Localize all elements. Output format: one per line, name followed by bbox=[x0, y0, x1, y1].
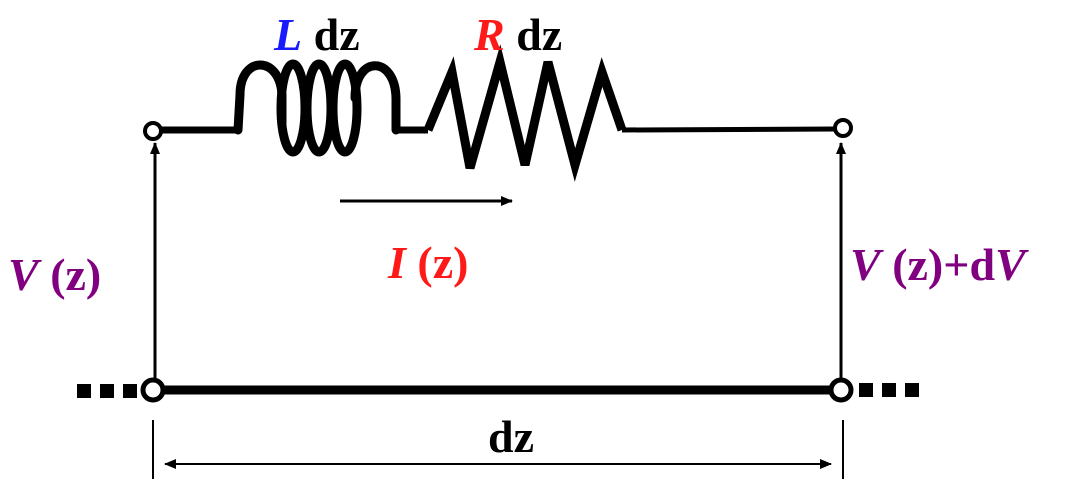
top-right-terminal bbox=[833, 118, 853, 138]
resistor-zigzag bbox=[423, 44, 627, 182]
current-symbol: I bbox=[387, 237, 408, 288]
left-voltage-symbol: V bbox=[8, 249, 42, 300]
left-voltage-arg: (z) bbox=[39, 249, 102, 300]
inductor-symbol: L bbox=[273, 9, 302, 60]
inductor-coil bbox=[233, 59, 401, 157]
inductor-unit: dz bbox=[302, 9, 360, 60]
right-voltage-suffix-symbol: V bbox=[995, 239, 1029, 290]
top-wire-right bbox=[621, 126, 837, 133]
right-voltage-symbol: V bbox=[850, 239, 884, 290]
bottom-left-terminal bbox=[140, 377, 166, 403]
resistor-symbol: R bbox=[473, 9, 505, 60]
inductor-label: L dz bbox=[273, 9, 360, 60]
current-arg: (z) bbox=[406, 237, 469, 288]
right-voltage-arg: (z)+d bbox=[881, 239, 996, 290]
left-voltage-label: V (z) bbox=[8, 249, 101, 300]
top-left-terminal bbox=[143, 121, 163, 141]
left-continuation-dots bbox=[77, 384, 137, 398]
resistor-unit: dz bbox=[505, 9, 563, 60]
right-continuation-dots bbox=[859, 383, 919, 397]
bottom-right-terminal bbox=[828, 377, 854, 403]
current-label: I (z) bbox=[387, 237, 468, 288]
right-voltage-label: V (z)+dV bbox=[850, 239, 1029, 290]
resistor-label: R dz bbox=[473, 9, 562, 60]
length-label: dz bbox=[488, 411, 534, 462]
